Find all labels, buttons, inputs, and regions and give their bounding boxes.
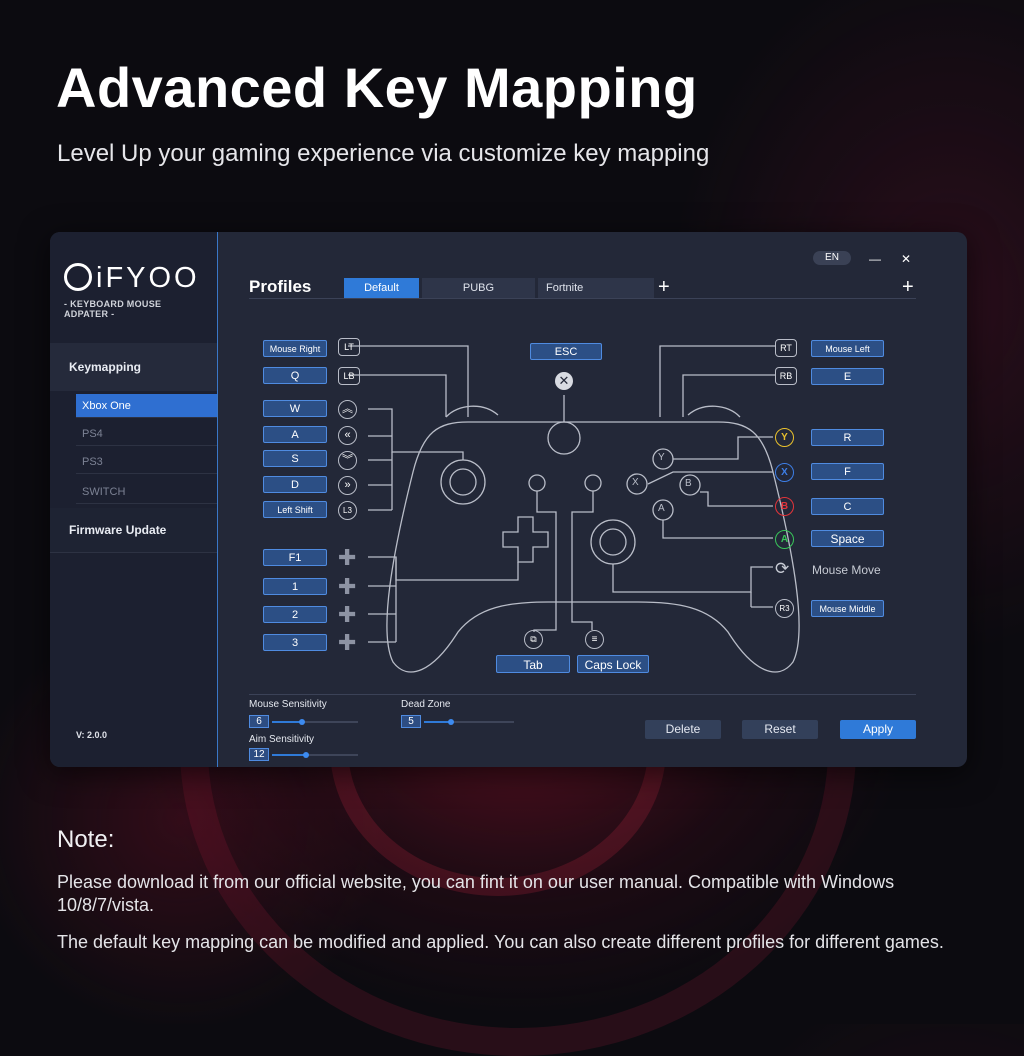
slider-knob[interactable]: [303, 752, 310, 758]
mouse-sensitivity-fill: [272, 719, 306, 725]
dpad-plus-icon-3: ✚: [338, 602, 357, 627]
minimize-button[interactable]: —: [869, 252, 881, 266]
key-esc[interactable]: ESC: [530, 343, 602, 360]
lt-badge: LT: [338, 338, 360, 356]
apply-button[interactable]: Apply: [840, 720, 916, 739]
dpad-plus-icon-1: ✚: [338, 545, 357, 570]
logo-icon: [64, 263, 92, 291]
dpad-right-icon: »: [338, 476, 357, 495]
key-x[interactable]: F: [811, 463, 884, 480]
logo: iFYOO - KEYBOARD MOUSE ADPATER -: [64, 262, 204, 319]
tab-pubg[interactable]: PUBG: [422, 278, 535, 298]
controller-x-label: X: [632, 477, 639, 488]
menu-button-icon: ≡: [585, 630, 604, 649]
controller-y-label: Y: [658, 452, 665, 463]
r3-badge: R3: [775, 599, 794, 618]
delete-button[interactable]: Delete: [645, 720, 721, 739]
l3-badge: L3: [338, 501, 357, 520]
dead-zone-slider[interactable]: [424, 719, 514, 725]
controller-diagram: [348, 345, 800, 673]
controller-a-label: A: [658, 503, 665, 514]
b-button-icon: B: [775, 497, 794, 516]
dpad-up-icon: ︽: [338, 400, 357, 419]
key-right[interactable]: D: [263, 476, 327, 493]
aim-sensitivity-label: Aim Sensitivity: [249, 734, 315, 745]
key-3[interactable]: 3: [263, 634, 327, 651]
key-a[interactable]: Space: [811, 530, 884, 547]
rt-badge: RT: [775, 339, 797, 357]
version-label: V: 2.0.0: [76, 730, 108, 740]
main-panel: EN — ✕ Profiles Default PUBG Fortnite + …: [218, 232, 967, 767]
controller-b-label: B: [685, 478, 692, 489]
key-rt[interactable]: Mouse Left: [811, 340, 884, 357]
key-1[interactable]: 1: [263, 578, 327, 595]
dead-zone-label: Dead Zone: [401, 699, 451, 710]
note-paragraph-1: Please download it from our official web…: [57, 872, 895, 915]
note-title: Note:: [57, 826, 115, 853]
app-window: iFYOO - KEYBOARD MOUSE ADPATER - Keymapp…: [50, 232, 967, 767]
mouse-sensitivity-slider[interactable]: [272, 719, 358, 725]
subheadline: Level Up your gaming experience via cust…: [57, 140, 710, 167]
add-profile-button[interactable]: +: [658, 276, 670, 298]
x-button-icon: X: [775, 463, 794, 482]
lb-badge: LB: [338, 367, 360, 385]
key-lt[interactable]: Mouse Right: [263, 340, 327, 357]
profiles-title: Profiles: [249, 277, 312, 296]
slider-knob[interactable]: [299, 719, 306, 725]
note-paragraph-2: The default key mapping can be modified …: [57, 932, 944, 952]
key-y[interactable]: R: [811, 429, 884, 446]
logo-subtitle: - KEYBOARD MOUSE ADPATER -: [64, 299, 162, 319]
header-divider: [249, 298, 916, 299]
sidebar-item-xbox-one[interactable]: Xbox One: [76, 394, 217, 418]
sidebar: iFYOO - KEYBOARD MOUSE ADPATER - Keymapp…: [50, 232, 218, 767]
dpad-plus-icon-2: ✚: [338, 574, 357, 599]
aim-sensitivity-fill: [272, 752, 310, 758]
key-f1[interactable]: F1: [263, 549, 327, 566]
key-up[interactable]: W: [263, 400, 327, 417]
key-down[interactable]: S: [263, 450, 327, 467]
dead-zone-fill: [424, 719, 454, 725]
sidebar-item-firmware[interactable]: Firmware Update: [50, 508, 217, 553]
slider-knob[interactable]: [448, 719, 454, 725]
footer-divider: [249, 694, 916, 695]
close-button[interactable]: ✕: [901, 252, 912, 266]
rotate-icon: ⟳: [775, 559, 790, 578]
aim-sensitivity-value[interactable]: 12: [249, 748, 269, 761]
key-lb[interactable]: Q: [263, 367, 327, 384]
tab-fortnite[interactable]: Fortnite: [538, 278, 654, 298]
dpad-down-icon: ︾: [338, 451, 357, 470]
logo-text: iFYOO: [96, 262, 200, 294]
mouse-move-label: Mouse Move: [812, 563, 881, 577]
key-left[interactable]: A: [263, 426, 327, 443]
key-rb[interactable]: E: [811, 368, 884, 385]
headline: Advanced Key Mapping: [56, 56, 698, 119]
tab-default[interactable]: Default: [344, 278, 419, 298]
key-r3[interactable]: Mouse Middle: [811, 600, 884, 617]
sidebar-item-ps3[interactable]: PS3: [76, 450, 217, 474]
rb-badge: RB: [775, 367, 797, 385]
view-button-icon: ⧉: [524, 630, 543, 649]
key-l3[interactable]: Left Shift: [263, 501, 327, 518]
key-2[interactable]: 2: [263, 606, 327, 623]
key-view[interactable]: Tab: [496, 655, 570, 673]
key-b[interactable]: C: [811, 498, 884, 515]
sidebar-item-switch[interactable]: SWITCH: [76, 480, 217, 504]
a-button-icon: A: [775, 530, 794, 549]
dead-zone-value[interactable]: 5: [401, 715, 421, 728]
add-button-right[interactable]: +: [902, 276, 914, 298]
key-menu[interactable]: Caps Lock: [577, 655, 649, 673]
mouse-sensitivity-value[interactable]: 6: [249, 715, 269, 728]
dpad-plus-icon-4: ✚: [338, 630, 357, 655]
xbox-logo-icon: ✕: [555, 372, 573, 390]
lang-button[interactable]: EN: [813, 251, 851, 265]
y-button-icon: Y: [775, 428, 794, 447]
sidebar-item-ps4[interactable]: PS4: [76, 422, 217, 446]
sidebar-item-keymapping[interactable]: Keymapping: [50, 343, 217, 391]
mouse-sensitivity-label: Mouse Sensitivity: [249, 699, 327, 710]
aim-sensitivity-slider[interactable]: [272, 752, 358, 758]
reset-button[interactable]: Reset: [742, 720, 818, 739]
dpad-left-icon: «: [338, 426, 357, 445]
